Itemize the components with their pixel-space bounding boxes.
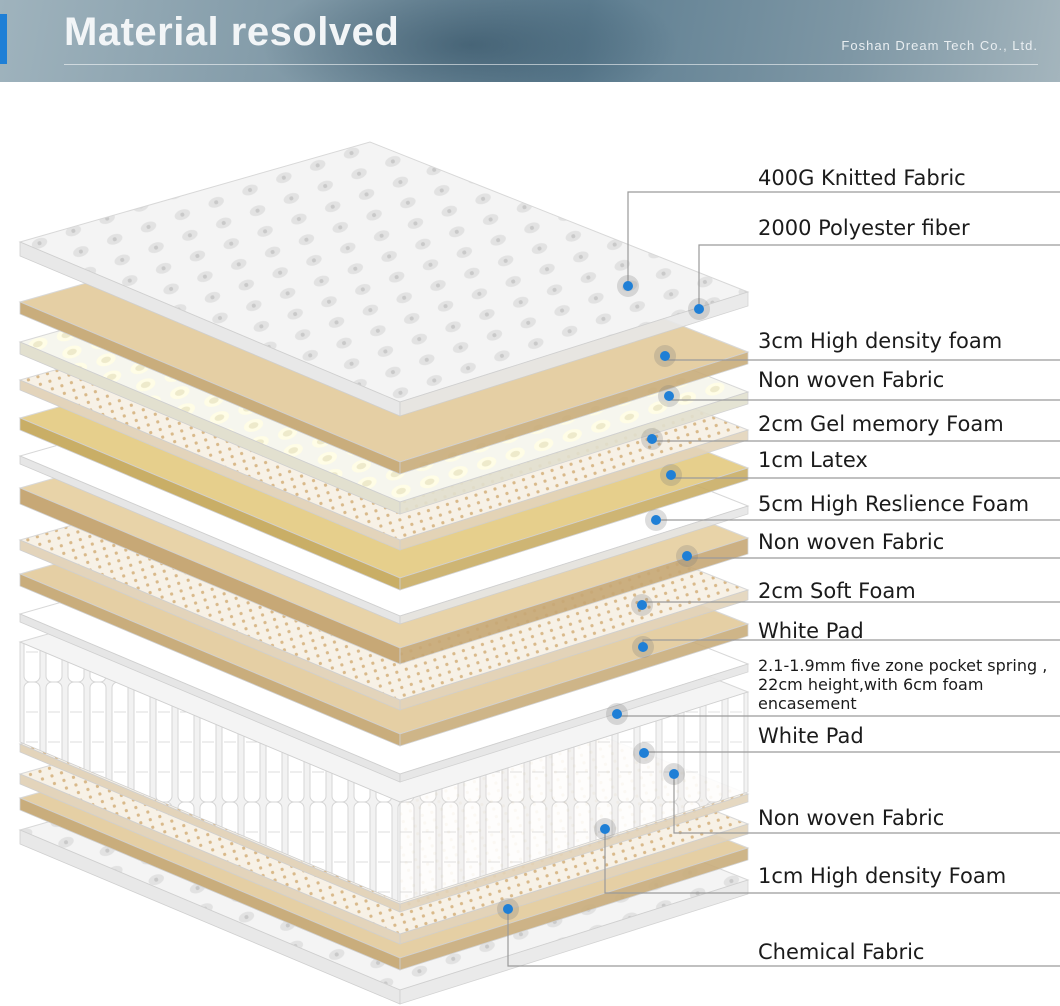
mattress-stack-illustration	[18, 141, 1060, 1005]
page-title: Material resolved	[64, 10, 400, 54]
layer-label-10: White Pad	[758, 619, 864, 643]
leader-line-8	[686, 556, 1060, 559]
callout-dot-15	[503, 904, 513, 914]
layer-label-9: 2cm Soft Foam	[758, 579, 916, 603]
layer-label-4: Non woven Fabric	[758, 368, 945, 392]
banner-background	[260, 0, 680, 82]
layer-slabs	[18, 141, 750, 1005]
callout-dot-12	[639, 748, 649, 758]
callout-dot-2	[694, 304, 704, 314]
leader-line-15	[507, 909, 1060, 967]
layer-label-14: 1cm High density Foam	[758, 864, 1007, 888]
layer-label-12: White Pad	[758, 724, 864, 748]
leader-line-14	[604, 829, 1060, 894]
callout-dot-4	[664, 391, 674, 401]
layer-label-15: Chemical Fabric	[758, 940, 925, 964]
callout-dot-11	[612, 709, 622, 719]
layer-slab-1	[18, 141, 750, 417]
callout-dot-14	[600, 824, 610, 834]
header-divider	[64, 64, 1038, 65]
company-name: Foshan Dream Tech Co., Ltd.	[841, 38, 1038, 53]
callout-dot-3	[660, 351, 670, 361]
callout-dot-13	[669, 769, 679, 779]
layer-label-6: 1cm Latex	[758, 448, 868, 472]
callout-dot-5	[647, 434, 657, 444]
layer-label-13: Non woven Fabric	[758, 806, 945, 830]
callout-dot-6	[666, 470, 676, 480]
leader-line-1	[627, 191, 1060, 286]
accent-bar	[0, 14, 7, 64]
layer-label-3: 3cm High density foam	[758, 329, 1003, 353]
callout-dot-10	[638, 642, 648, 652]
layer-label-2: 2000 Polyester fiber	[758, 216, 970, 240]
callout-dot-8	[682, 551, 692, 561]
layer-label-5: 2cm Gel memory Foam	[758, 412, 1004, 436]
leader-line-2	[698, 244, 1060, 309]
layer-label-8: Non woven Fabric	[758, 530, 945, 554]
callout-dots	[497, 275, 710, 920]
header-banner: Material resolved Foshan Dream Tech Co.,…	[0, 0, 1060, 82]
mattress-layer-diagram: 400G Knitted Fabric 2000 Polyester fiber 3…	[0, 82, 1060, 1006]
leader-line-13	[673, 774, 1060, 834]
callout-dot-9	[637, 600, 647, 610]
layer-label-7: 5cm High Reslience Foam	[758, 492, 1030, 516]
callout-dot-1	[623, 281, 633, 291]
layer-label-1: 400G Knitted Fabric	[758, 166, 966, 190]
layer-label-11: 2.1-1.9mm five zone pocket spring , 22cm…	[758, 656, 1048, 713]
callout-dot-7	[651, 515, 661, 525]
